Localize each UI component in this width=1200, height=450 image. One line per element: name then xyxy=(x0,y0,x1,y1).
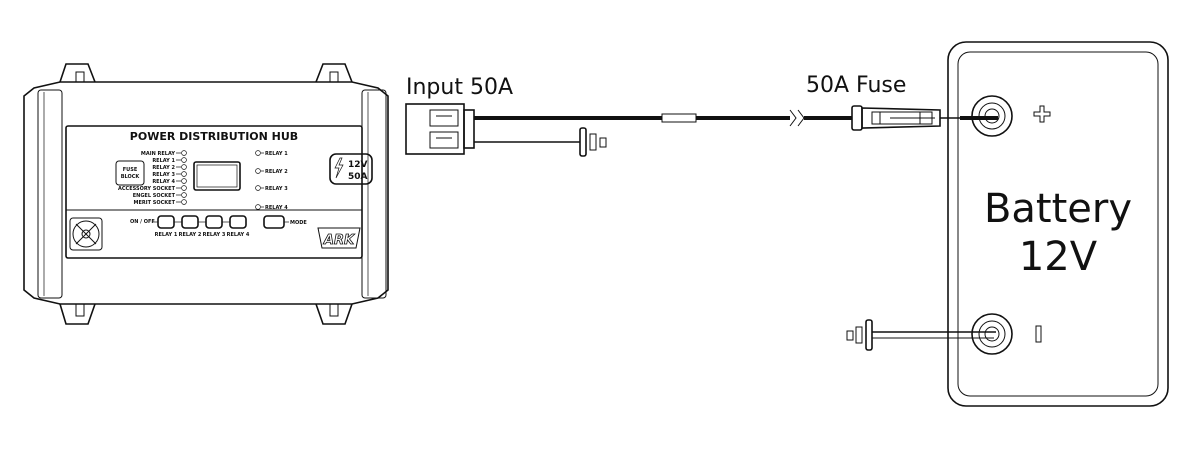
cable-splice xyxy=(661,113,697,123)
svg-text:ARK: ARK xyxy=(323,233,355,248)
minus-icon xyxy=(1035,325,1042,343)
indicator-label: RELAY 1 xyxy=(265,151,288,157)
switch-label: ON / OFF xyxy=(130,219,155,225)
left-indicator-list: MAIN RELAY RELAY 1 RELAY 2 RELAY 3 RELAY… xyxy=(118,150,187,206)
hub-top-tabs xyxy=(59,63,353,83)
fuse-label: 50A Fuse xyxy=(806,73,906,98)
indicator-label: ENGEL SOCKET xyxy=(133,193,176,199)
indicator-label: RELAY 3 xyxy=(152,172,175,178)
hub-face-panel xyxy=(65,125,363,259)
hub-bottom-tabs xyxy=(59,303,353,325)
indicator-led xyxy=(181,164,187,170)
negative-terminal xyxy=(971,313,1013,355)
battery-outer-case xyxy=(947,41,1169,407)
fuse-block-label: BLOCK xyxy=(121,174,141,180)
indicator-label: RELAY 2 xyxy=(265,169,288,175)
indicator-led xyxy=(181,199,187,205)
cable-break-mark xyxy=(789,109,805,127)
indicator-label: RELAY 4 xyxy=(265,205,288,211)
battery: Battery 12V xyxy=(947,41,1169,407)
battery-negative-lead xyxy=(846,319,996,351)
indicator-led xyxy=(255,168,261,174)
indicator-label: RELAY 3 xyxy=(265,186,288,192)
button-label: RELAY 3 xyxy=(203,232,226,238)
indicator-led xyxy=(255,204,261,210)
ark-logo: ARK xyxy=(317,227,361,249)
indicator-led xyxy=(255,150,261,156)
indicator-led xyxy=(181,178,187,184)
battery-label-line2: 12V xyxy=(1019,234,1098,280)
plus-icon xyxy=(1033,105,1051,123)
indicator-label: ACCESSORY SOCKET xyxy=(118,186,176,192)
inline-fuse xyxy=(851,105,941,131)
indicator-led xyxy=(181,150,187,156)
hub-outer-body xyxy=(23,81,389,305)
indicator-label: MERIT SOCKET xyxy=(134,200,176,206)
right-indicator-list: RELAY 1 RELAY 2 RELAY 3 RELAY 4 xyxy=(255,150,288,211)
battery-label-line1: Battery xyxy=(984,186,1132,232)
relay-1-button[interactable] xyxy=(157,215,175,229)
ring-terminal xyxy=(865,319,873,351)
indicator-label: RELAY 2 xyxy=(152,165,175,171)
power-distribution-hub: POWER DISTRIBUTION HUB MAIN RELAY RELAY … xyxy=(23,63,389,325)
relay-2-button[interactable] xyxy=(181,215,199,229)
indicator-led xyxy=(255,185,261,191)
ring-terminal xyxy=(579,127,587,157)
badge-voltage: 12V xyxy=(348,160,368,170)
lightning-icon xyxy=(334,157,344,179)
relay-4-button[interactable] xyxy=(229,215,247,229)
button-label: RELAY 2 xyxy=(179,232,202,238)
fan-icon xyxy=(69,217,103,251)
hub-title: POWER DISTRIBUTION HUB xyxy=(130,130,298,143)
indicator-led xyxy=(181,171,187,177)
relay-3-button[interactable] xyxy=(205,215,223,229)
mode-label: MODE xyxy=(290,220,307,226)
mode-button[interactable] xyxy=(263,215,285,229)
indicator-label: RELAY 1 xyxy=(152,158,175,164)
anderson-plug xyxy=(405,103,465,155)
battery-inner-case xyxy=(957,51,1159,397)
button-label: RELAY 1 xyxy=(155,232,178,238)
indicator-led xyxy=(181,192,187,198)
button-label: RELAY 4 xyxy=(227,232,250,238)
lcd-display xyxy=(193,161,241,191)
input-label: Input 50A xyxy=(406,75,513,100)
hub-left-rail xyxy=(37,89,63,299)
rating-badge xyxy=(329,153,373,185)
hub-right-rail xyxy=(361,89,387,299)
indicator-label: RELAY 4 xyxy=(152,179,175,185)
fuse-block xyxy=(115,160,145,186)
indicator-led xyxy=(181,185,187,191)
fuse-block-label: FUSE xyxy=(123,167,138,173)
indicator-led xyxy=(181,157,187,163)
input-connector xyxy=(405,103,475,155)
indicator-label: MAIN RELAY xyxy=(141,151,175,157)
badge-current: 50A xyxy=(348,172,368,182)
